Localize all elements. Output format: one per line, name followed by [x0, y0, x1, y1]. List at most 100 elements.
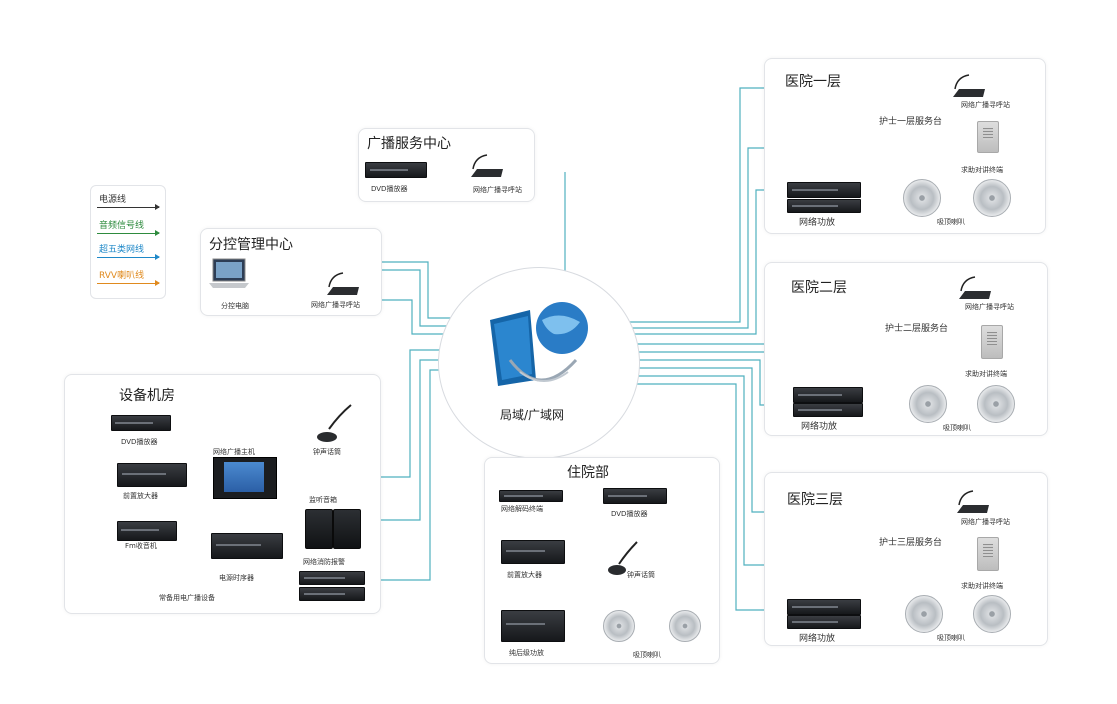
panel-floor-1: 医院一层 网络广播寻呼站 护士一层服务台 求助对讲终端 网络功放 吸顶喇叭: [764, 58, 1046, 234]
floor-1-desk-label: 护士一层服务台: [879, 117, 943, 127]
legend-item-speaker: RVV喇叭线: [97, 268, 160, 288]
floor-1-title: 医院一层: [785, 74, 841, 90]
dvd-player-icon: [603, 488, 667, 504]
floor-3-speaker-label: 吸顶喇叭: [937, 634, 965, 642]
floor-2-desk-label: 护士二层服务台: [885, 324, 949, 334]
legend-item-power: 电源线: [97, 192, 160, 212]
dvd-player-icon: [365, 162, 427, 178]
wire-control-2: [380, 269, 452, 327]
preamp-icon: [501, 540, 565, 564]
paging-station-icon: [471, 154, 503, 177]
legend-line-speaker: [97, 280, 160, 286]
inpatient-mic-label: 钟声话筒: [627, 571, 655, 579]
legend-item-network: 超五类网线: [97, 242, 160, 262]
legend-line-power: [97, 204, 160, 210]
panel-control-center: 分控管理中心 分控电脑 网络广播寻呼站: [200, 228, 382, 316]
floor-2-intercom-label: 求助对讲终端: [965, 370, 1007, 378]
inpatient-amp-label: 纯后级功放: [509, 649, 544, 657]
monitor-speaker-icon: [333, 509, 361, 549]
ceiling-speaker-icon: [909, 385, 947, 423]
floor-3-amp-label: 网络功放: [799, 634, 836, 644]
floor-3-desk-label: 护士三层服务台: [879, 538, 943, 548]
equip-mic-label: 钟声话筒: [313, 448, 341, 456]
equip-fire-label: 网络消防报警: [303, 558, 345, 566]
floor-1-intercom-label: 求助对讲终端: [961, 166, 1003, 174]
ceiling-speaker-icon: [603, 610, 635, 642]
equipment-room-title: 设备机房: [119, 388, 175, 404]
legend-item-audio: 音频信号线: [97, 218, 160, 238]
network-amplifier-icon: [793, 403, 863, 417]
equip-sequencer-label: 电源时序器: [219, 574, 254, 582]
ceiling-speaker-icon: [905, 595, 943, 633]
network-amplifier-icon: [787, 182, 861, 198]
fire-alarm-icon: [299, 587, 365, 601]
fm-radio-icon: [117, 521, 177, 541]
hub-label: 局域/广域网: [500, 408, 565, 422]
floor-3-title: 医院三层: [787, 492, 843, 508]
paging-station-icon: [953, 74, 985, 97]
paging-station-icon: [959, 276, 991, 299]
floor-3-intercom-label: 求助对讲终端: [961, 582, 1003, 590]
fire-alarm-icon: [299, 571, 365, 585]
paging-station-icon: [327, 272, 359, 295]
microphone-icon: [317, 404, 352, 442]
monitor-speaker-icon: [305, 509, 333, 549]
panel-floor-2: 医院二层 网络广播寻呼站 护士二层服务台 求助对讲终端 网络功放 吸顶喇叭: [764, 262, 1048, 436]
floor-3-paging-label: 网络广播寻呼站: [961, 518, 1010, 526]
ceiling-speaker-icon: [669, 610, 701, 642]
wire-control-3: [380, 299, 452, 335]
intercom-terminal-icon: [981, 325, 1003, 359]
power-amplifier-icon: [501, 610, 565, 642]
control-pc-label: 分控电脑: [221, 302, 249, 310]
paging-station-icon: [957, 490, 989, 513]
inpatient-speaker-label: 吸顶喇叭: [633, 651, 661, 659]
floor-2-amp-label: 网络功放: [801, 422, 838, 432]
broadcast-paging-label: 网络广播寻呼站: [473, 186, 522, 194]
network-decoder-icon: [499, 490, 563, 502]
equip-dvd-label: DVD播放器: [121, 438, 158, 446]
ceiling-speaker-icon: [973, 179, 1011, 217]
broadcast-dvd-label: DVD播放器: [371, 185, 408, 193]
network-amplifier-icon: [793, 387, 863, 403]
power-sequencer-icon: [211, 533, 283, 559]
equip-fm-label: Fm收音机: [125, 542, 157, 550]
legend-line-network: [97, 254, 160, 260]
equip-backup-label: 常备用电广播设备: [159, 594, 215, 602]
globe-icon: [490, 302, 588, 386]
wire-f1-amp: [630, 189, 786, 335]
floor-2-speaker-label: 吸顶喇叭: [943, 424, 971, 432]
laptop-icon: [209, 258, 249, 288]
network-amplifier-icon: [787, 615, 861, 629]
floor-1-amp-label: 网络功放: [799, 218, 836, 228]
equip-preamp-label: 前置放大器: [123, 492, 158, 500]
inpatient-preamp-label: 前置放大器: [507, 571, 542, 579]
equip-monitor-label: 监听音箱: [309, 496, 337, 504]
intercom-terminal-icon: [977, 121, 999, 153]
wire-control-1: [380, 261, 452, 319]
panel-equipment-room: 设备机房 DVD播放器 前置放大器 Fm收音机 网络广播主机 钟声话筒 监听音箱…: [64, 374, 381, 614]
floor-2-title: 医院二层: [791, 280, 847, 296]
panel-floor-3: 医院三层 网络广播寻呼站 护士三层服务台 求助对讲终端 网络功放 吸顶喇叭: [764, 472, 1048, 646]
intercom-terminal-icon: [977, 537, 999, 571]
network-amplifier-icon: [787, 599, 861, 615]
ceiling-speaker-icon: [903, 179, 941, 217]
legend-line-audio: [97, 230, 160, 236]
panel-inpatient: 住院部 网络解码终端 DVD播放器 前置放大器 钟声话筒 纯后级功放 吸顶喇叭: [484, 457, 720, 664]
floor-1-paging-label: 网络广播寻呼站: [961, 101, 1010, 109]
network-hub: [438, 267, 640, 459]
inpatient-dvd-label: DVD播放器: [611, 510, 648, 518]
dvd-player-icon: [111, 415, 171, 431]
control-center-title: 分控管理中心: [209, 237, 293, 253]
inpatient-title: 住院部: [567, 465, 609, 481]
preamp-icon: [117, 463, 187, 487]
broadcast-center-title: 广播服务中心: [367, 136, 451, 152]
floor-1-speaker-label: 吸顶喇叭: [937, 218, 965, 226]
floor-2-paging-label: 网络广播寻呼站: [965, 303, 1014, 311]
panel-broadcast-center: 广播服务中心 DVD播放器 网络广播寻呼站: [358, 128, 535, 202]
microphone-icon: [608, 541, 638, 575]
ceiling-speaker-icon: [973, 595, 1011, 633]
equip-host-label: 网络广播主机: [213, 448, 255, 456]
ceiling-speaker-icon: [977, 385, 1015, 423]
network-amplifier-icon: [787, 199, 861, 213]
legend: 电源线 音频信号线 超五类网线 RVV喇叭线: [90, 185, 166, 299]
